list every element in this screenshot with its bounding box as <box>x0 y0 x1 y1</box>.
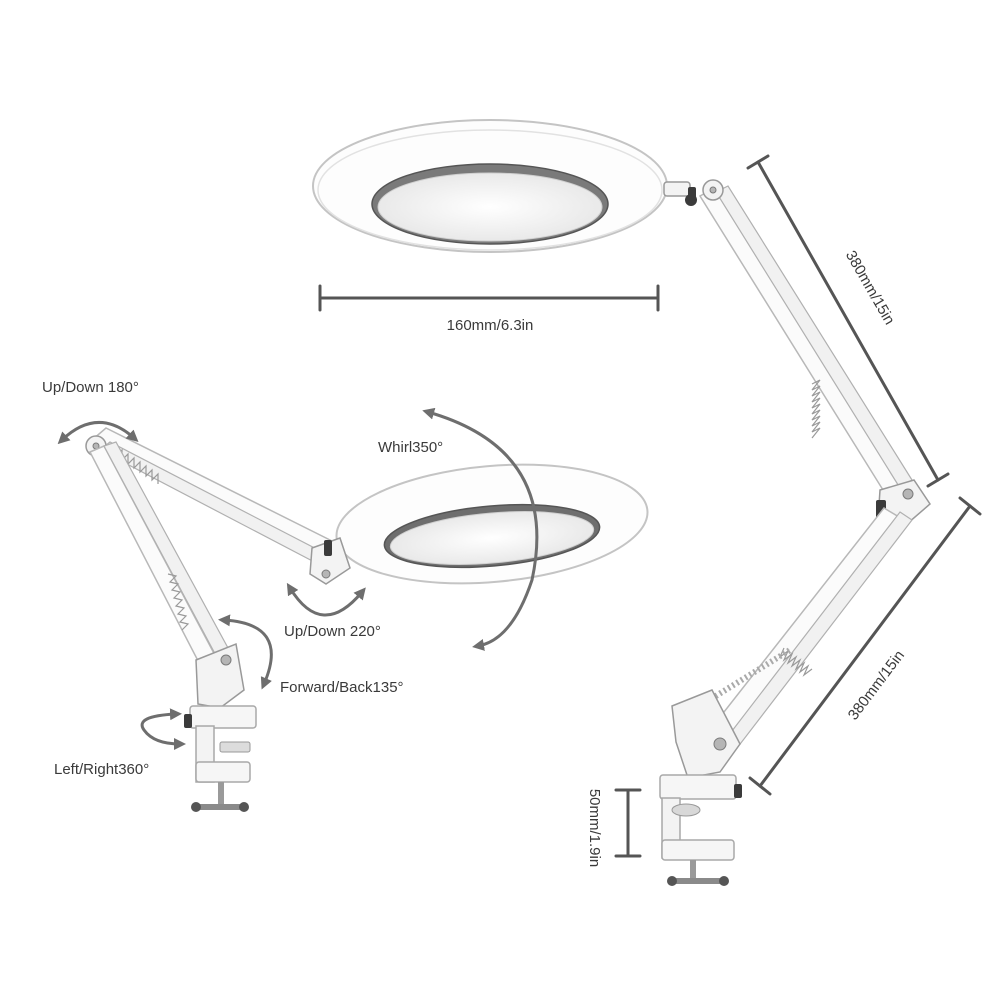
arrow-forward-back-135 <box>218 614 273 690</box>
lower-arm-right <box>688 507 913 753</box>
clamp-opening-label: 50mm/1.9in <box>586 789 603 867</box>
label-left-right-360: Left/Right360° <box>54 761 149 778</box>
arrow-updown-180 <box>57 421 139 445</box>
clamp-left <box>184 642 257 812</box>
head-connector-top <box>663 181 697 206</box>
label-whirl-350: Whirl350° <box>378 439 443 456</box>
label-updown-180: Up/Down 180° <box>42 379 139 396</box>
ring-head-top <box>312 119 668 253</box>
arrow-updown-220 <box>286 582 366 617</box>
arrow-left-right-360 <box>140 708 186 750</box>
clamp-right <box>659 689 742 886</box>
ring-diameter-label: 160mm/6.3in <box>447 317 534 334</box>
dimension-ring-diameter: 160mm/6.3in <box>318 284 660 334</box>
dimension-clamp-opening: 50mm/1.9in <box>586 788 642 867</box>
ring-head-left <box>335 463 649 585</box>
label-forward-back-135: Forward/Back135° <box>280 679 404 696</box>
label-updown-220: Up/Down 220° <box>284 623 381 640</box>
upper-arm-label: 380mm/15in <box>842 248 898 328</box>
upper-arm-right <box>698 179 913 500</box>
head-joint-left <box>309 537 351 585</box>
lamp-rotation-view: Up/Down 180° Whirl350° Up/Down 220° Forw… <box>42 379 649 812</box>
arrow-whirl-350 <box>422 407 539 651</box>
